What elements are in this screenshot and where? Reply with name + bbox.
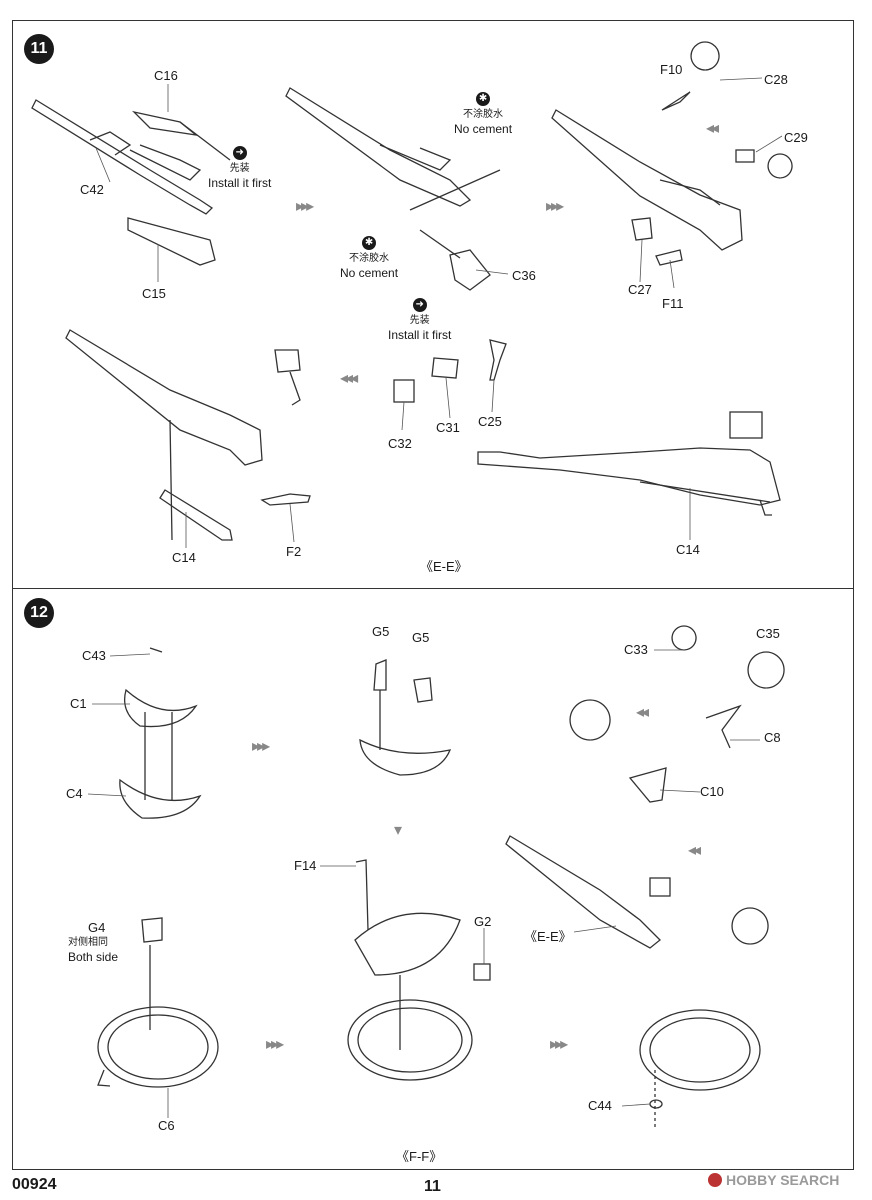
- flow-arrow-down-icon: ▾: [394, 822, 402, 839]
- hobby-search-logo-icon: [708, 1173, 722, 1187]
- no-glue-icon: ✱: [362, 236, 377, 250]
- instruction-frame: [12, 20, 854, 1170]
- step-divider: [12, 588, 854, 589]
- gun-drawing-4: [65, 329, 311, 541]
- part-label-c14-right: C14: [676, 542, 700, 557]
- no-glue-icon: ✱: [476, 92, 491, 106]
- page-number: 11: [424, 1178, 441, 1195]
- part-label-c25: C25: [478, 414, 502, 429]
- diamond-arrow-icon: ➜: [232, 146, 247, 160]
- part-label-c33: C33: [624, 642, 648, 657]
- part-label-c42: C42: [80, 182, 104, 197]
- part-label-g2: G2: [474, 914, 492, 929]
- turret-assembly-final: [505, 835, 769, 1130]
- step-11-badge: 11: [24, 34, 54, 64]
- part-label-c35: C35: [756, 626, 780, 641]
- part-label-c16: C16: [154, 68, 178, 83]
- turret-part-c1-c4: [119, 647, 202, 819]
- part-label-g4: G4: [88, 920, 106, 935]
- part-label-c10: C10: [700, 784, 724, 799]
- diamond-arrow-icon: ➜: [412, 298, 427, 312]
- part-label-f2: F2: [286, 544, 302, 559]
- turret-base-c6: [97, 917, 219, 1088]
- turret-part-c35: [569, 625, 785, 803]
- flow-arrow-right-icon: ▸▸▸: [550, 1036, 568, 1053]
- flow-arrow-left-icon: ◂◂◂: [340, 370, 358, 387]
- flow-arrow-right-icon: ▸▸▸: [546, 198, 564, 215]
- note-no-cement-1: ✱ 不涂胶水 No cement: [454, 92, 513, 136]
- note-install-first-2: ➜ 先装 Install it first: [388, 298, 452, 342]
- part-label-c14-left: C14: [172, 550, 196, 565]
- flow-arrow-diagonal-icon: ◂◂: [636, 704, 649, 721]
- step-12-badge: 12: [24, 598, 54, 628]
- note-no-cement-2: ✱ 不涂胶水 No cement: [340, 236, 399, 280]
- gun-drawing-3: [551, 41, 793, 266]
- part-label-c1: C1: [70, 696, 87, 711]
- turret-base-f14: [347, 859, 491, 1081]
- gun-drawing-1: [31, 99, 231, 266]
- part-label-c43: C43: [82, 648, 106, 663]
- view-ref-ee: 《E-E》: [524, 929, 572, 944]
- gun-drawing-final: [477, 411, 781, 516]
- part-label-c27: C27: [628, 282, 652, 297]
- part-label-c32: C32: [388, 436, 412, 451]
- part-label-c8: C8: [764, 730, 781, 745]
- part-label-c4: C4: [66, 786, 83, 801]
- flow-arrow-right-icon: ▸▸▸: [266, 1036, 284, 1053]
- note-install-first-1: ➜ 先装 Install it first: [208, 146, 272, 190]
- part-label-f10: F10: [660, 62, 683, 77]
- part-label-f14: F14: [294, 858, 317, 873]
- turret-part-g5: [359, 659, 452, 776]
- flow-arrow-right-icon: ▸▸▸: [296, 198, 314, 215]
- flow-arrow-right-icon: ▸▸▸: [252, 738, 270, 755]
- view-label-ff: 《F-F》: [396, 1149, 443, 1164]
- part-label-c31: C31: [436, 420, 460, 435]
- part-label-f11: F11: [662, 296, 684, 311]
- flow-arrow-diagonal-icon: ◂◂: [706, 120, 719, 137]
- part-label-c29: C29: [784, 130, 808, 145]
- view-label-ee: 《E-E》: [420, 559, 468, 574]
- note-both-side: 对侧相同 Both side: [68, 937, 119, 964]
- part-label-c44: C44: [588, 1098, 612, 1113]
- part-label-g5-right: G5: [412, 630, 430, 645]
- flow-arrow-diagonal-icon: ◂◂: [688, 842, 701, 859]
- gun-drawing-2: [285, 87, 501, 291]
- watermark: HOBBY SEARCH: [708, 1172, 839, 1188]
- part-label-c6: C6: [158, 1118, 175, 1133]
- part-label-g5-left: G5: [372, 624, 390, 639]
- part-label-c28: C28: [764, 72, 788, 87]
- part-label-c36: C36: [512, 268, 536, 283]
- product-code: 00924: [12, 1176, 57, 1193]
- part-label-c15: C15: [142, 286, 166, 301]
